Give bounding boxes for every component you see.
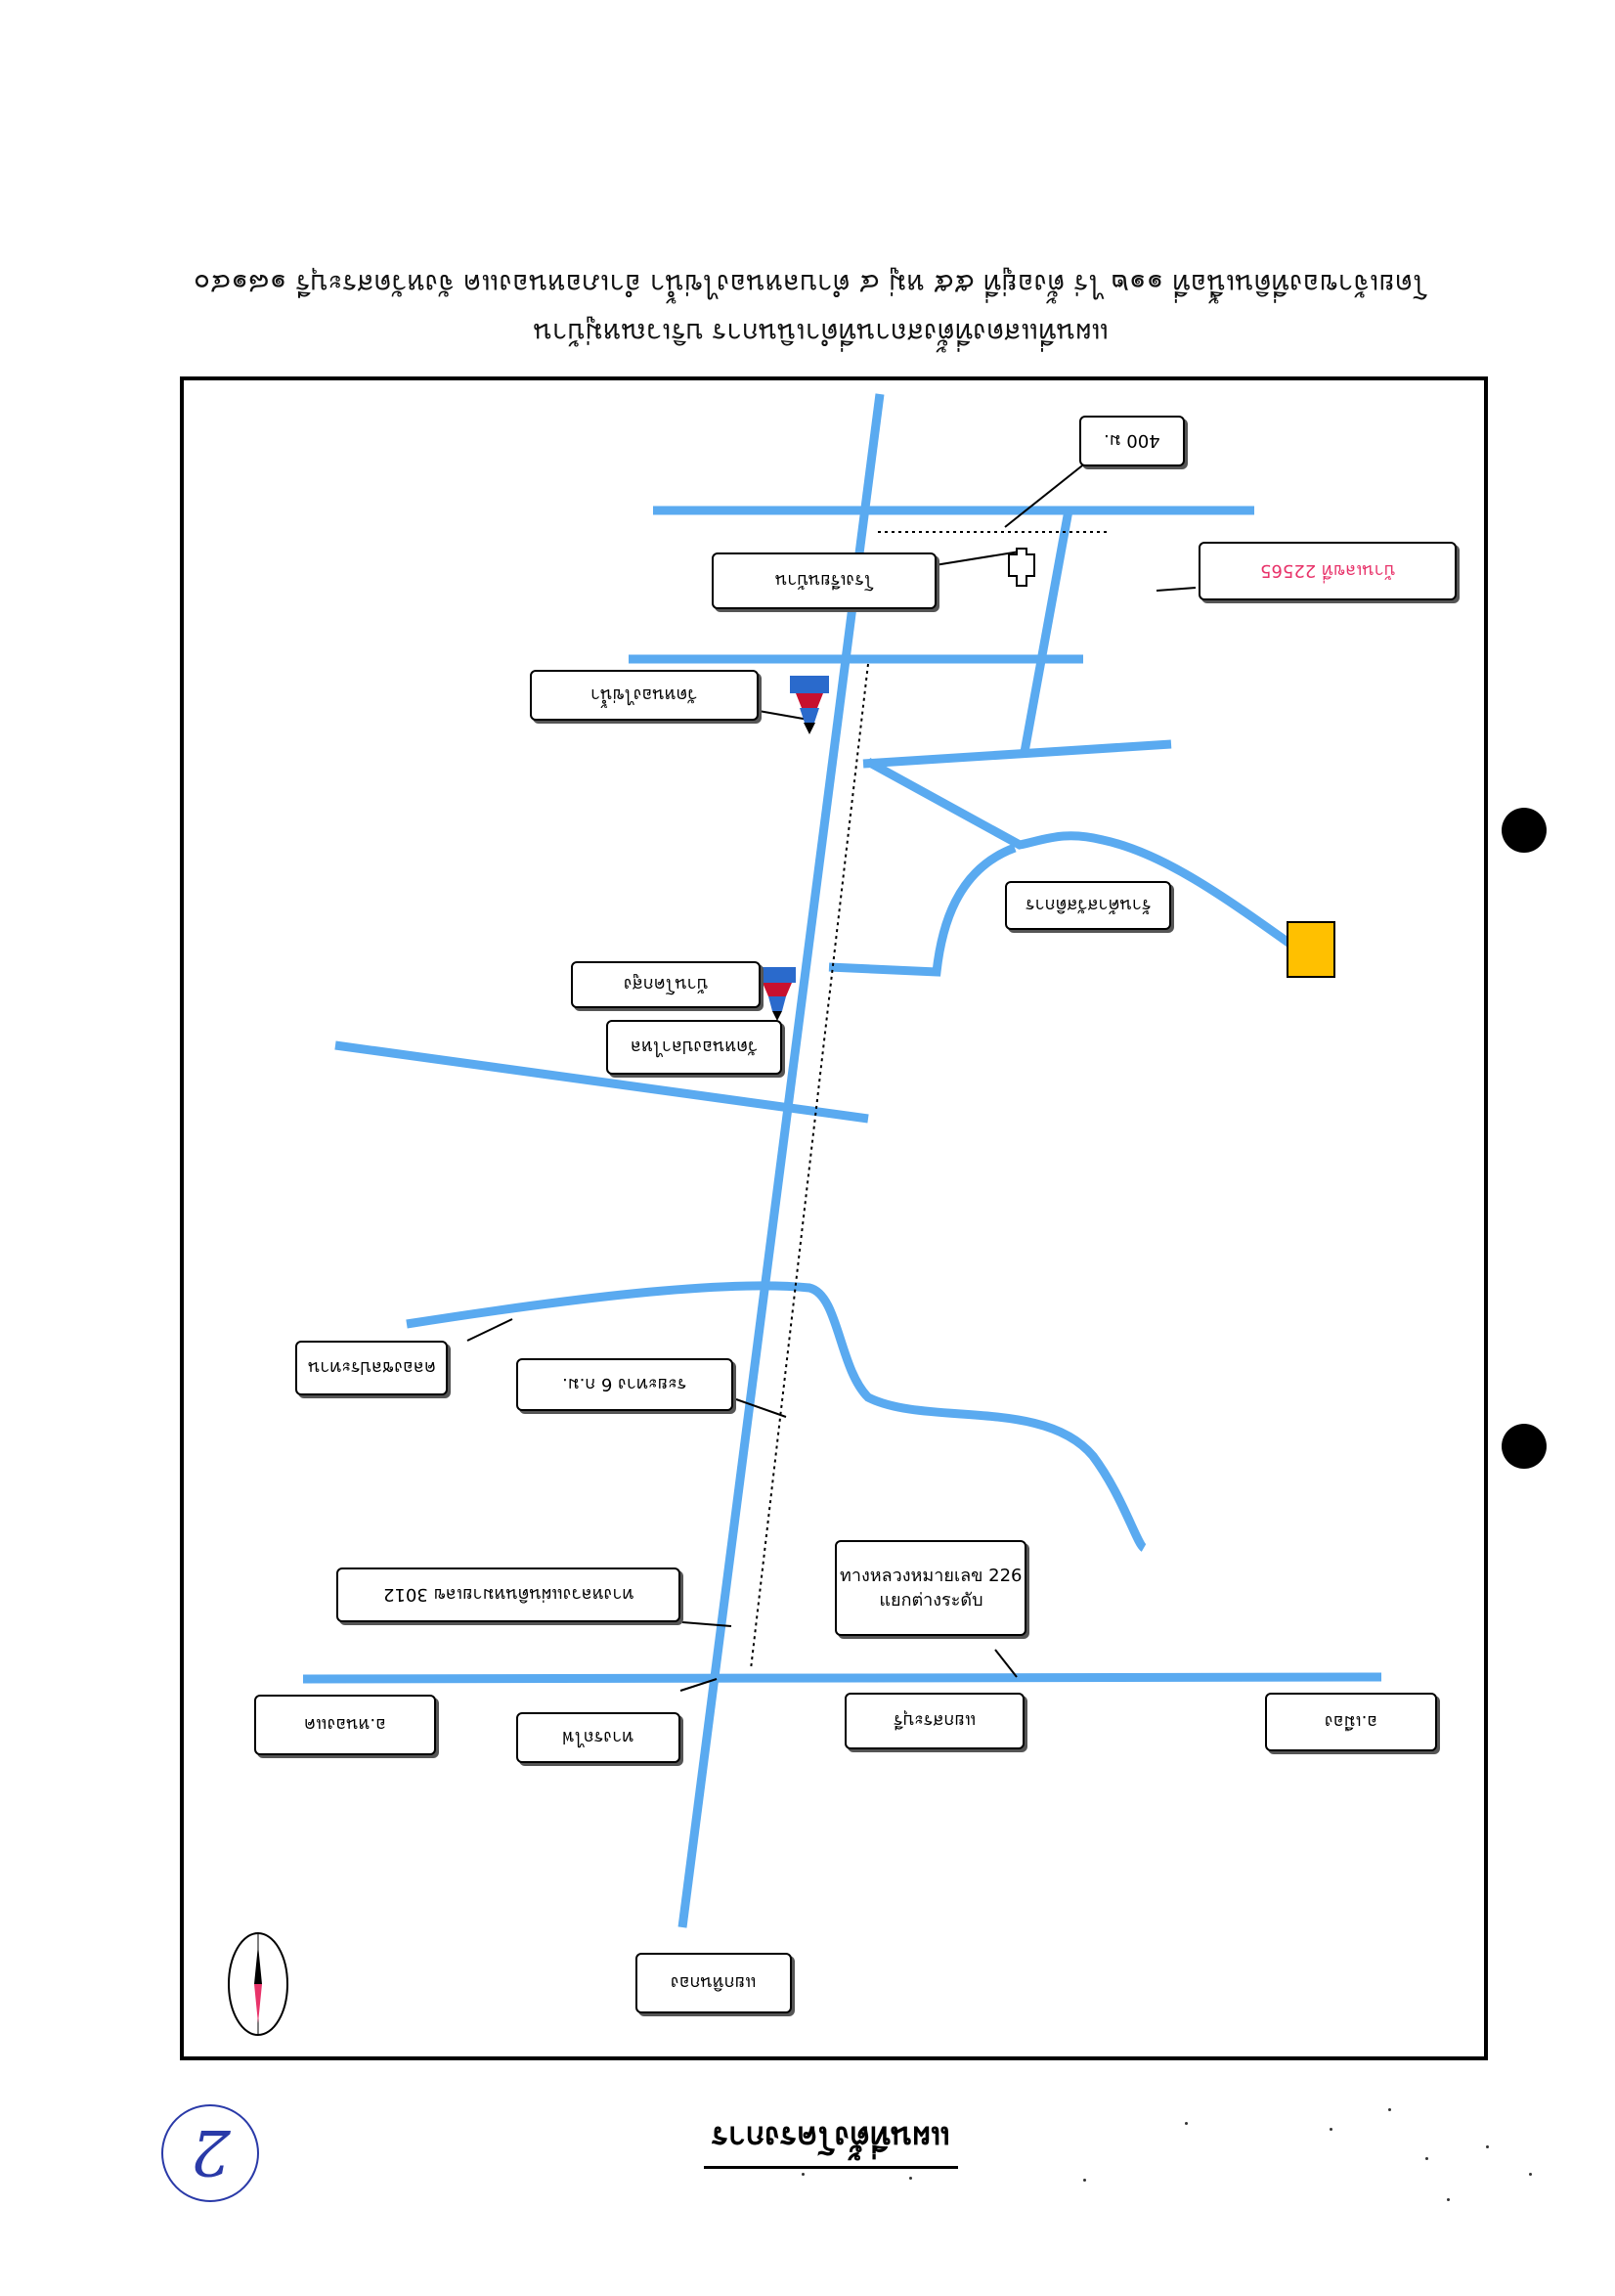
label-village-mid: วัดหนองปลาไหล — [606, 1020, 782, 1075]
label-school-mid: ร้านค้าสวัสดิการ — [1005, 881, 1171, 930]
road-curve-right — [865, 758, 1329, 973]
road-loop — [828, 843, 1017, 977]
label-river-6km: ระยะทาง 6 ก.ม. — [516, 1358, 733, 1411]
page-number: 2 — [161, 2104, 259, 2202]
landmark-icon — [1008, 548, 1035, 587]
label-house-number: บ้านเลขที่ 22565 — [1199, 542, 1457, 600]
main-road — [677, 393, 885, 1928]
label-temple-top: วัดหนองไข่น้ำ — [530, 670, 759, 721]
punch-hole-bottom — [1502, 1424, 1547, 1469]
pointer-226 — [994, 1649, 1018, 1678]
header-line-1: แผนที่แสดงที่ตั้งสถานที่ดำเนินการ บริเวณ… — [533, 317, 1110, 349]
speck — [802, 2173, 805, 2176]
label-bottom: แยกหินกอง — [635, 1953, 792, 2013]
speck — [1447, 2198, 1450, 2201]
label-junction-left: อ.หนองแค — [254, 1695, 436, 1755]
road-map — [228, 393, 1382, 2036]
pointer-railway — [679, 1678, 718, 1692]
temple-icon-mid — [759, 967, 796, 1021]
label-junction-mid-right: แยกสระบุรี — [845, 1693, 1025, 1749]
label-temple-mid: บ้านโคกสูง — [571, 961, 761, 1008]
label-landmark: โรงเรียนบ้าน — [712, 552, 937, 609]
speck — [1486, 2145, 1489, 2148]
speck — [1330, 2128, 1332, 2131]
speck — [1388, 2108, 1391, 2111]
river-curve — [406, 1281, 1148, 1552]
road-right-vertical — [1020, 509, 1073, 753]
house-marker — [1287, 921, 1335, 978]
road-left-diagonal — [334, 1040, 869, 1124]
label-highway-3012: ทางหลวงแผ่นดินหมายเลข 3012 — [336, 1567, 680, 1622]
speck — [1185, 2122, 1188, 2125]
label-highway-226: แยกต่างระดับทางหลวงหมายเลข 226 — [835, 1540, 1026, 1636]
label-junction-right: อ.เมือง — [1265, 1693, 1437, 1751]
punch-hole-top — [1502, 808, 1547, 853]
pointer-highway — [681, 1621, 732, 1627]
label-canal-left: คลองชลประทาน — [295, 1341, 448, 1395]
label-junction-mid-left: ทางรถไฟ — [516, 1712, 680, 1763]
pointer-house — [1156, 587, 1197, 592]
road-bottom-horizontal — [302, 1672, 1382, 1684]
map-frame: 400 ม. โรงเรียนบ้าน บ้านเลขที่ 22565 วัด… — [180, 376, 1488, 2060]
pointer-river — [735, 1398, 787, 1418]
pointer-canal — [466, 1318, 513, 1342]
speck — [1425, 2157, 1428, 2160]
dotted-route-main — [750, 663, 869, 1670]
speck — [1529, 2173, 1532, 2176]
header-line-2: โดยเจ้าของที่ดินเนื้อที่ ๑๑๒ ไร่ ตั้งอยู… — [194, 268, 1427, 300]
speck — [909, 2177, 912, 2180]
document-title: แผนที่ตั้งโครงการ — [704, 2112, 958, 2169]
compass — [228, 1932, 288, 2036]
road-third-horizontal — [862, 739, 1172, 769]
label-400m: 400 ม. — [1079, 416, 1185, 466]
speck — [1083, 2179, 1086, 2182]
pointer-400m — [1004, 462, 1087, 528]
temple-icon-top — [790, 676, 829, 734]
